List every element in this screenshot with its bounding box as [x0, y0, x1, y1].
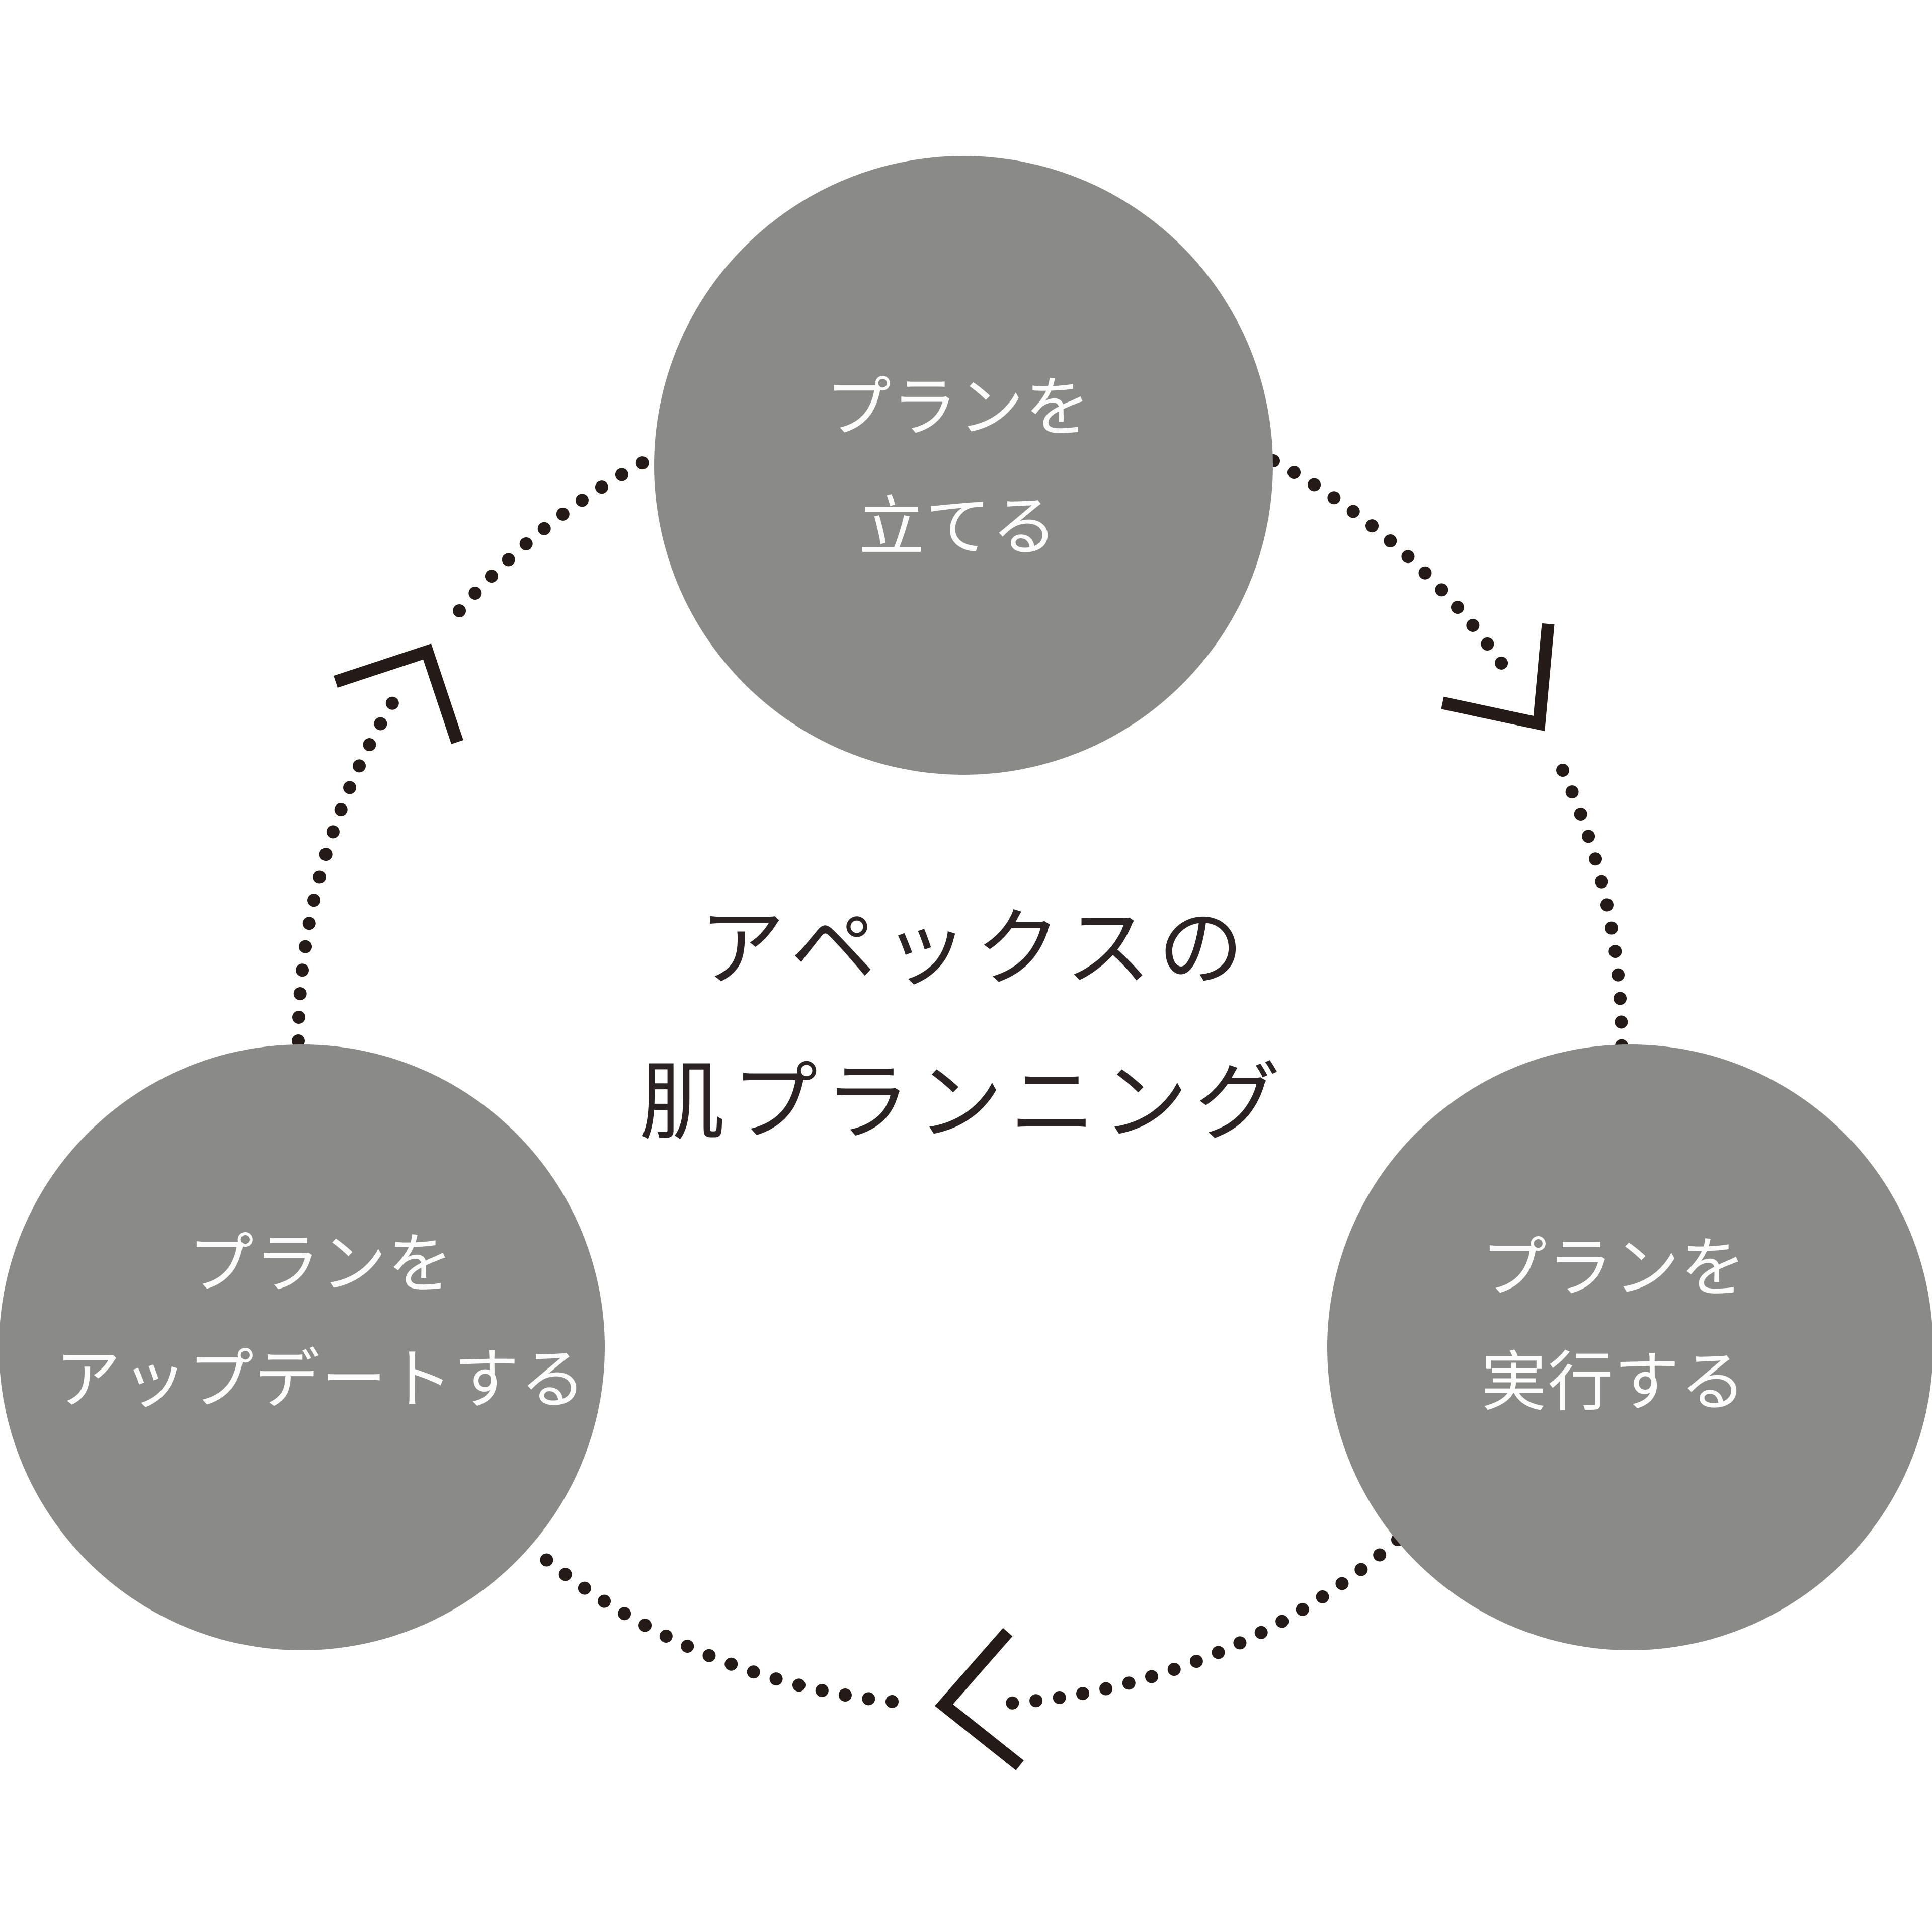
dotted-arc-left-to-top-a [292, 688, 404, 1048]
diagram-title-line2: 肌プランニング [639, 1055, 1287, 1151]
node-right-label-line1: プランを [1481, 1231, 1747, 1305]
node-right-label-line2: 実行する [1481, 1345, 1747, 1419]
node-top-circle [654, 156, 1273, 775]
diagram-title-line1: アペックスの [699, 901, 1251, 997]
arrowhead-top-to-right-icon [1441, 623, 1555, 732]
node-left-label-line2: アップデートする [55, 1343, 587, 1416]
arrowhead-right-to-left-icon [934, 1628, 1024, 1770]
node-left-label-line1: プランを [188, 1227, 454, 1301]
dotted-arc-top-to-right-a [1267, 454, 1519, 686]
cycle-node-top: プランを 立てる [654, 156, 1273, 775]
diagram-title: アペックスの 肌プランニング [639, 901, 1287, 1151]
node-top-label-line2: 立てる [859, 490, 1058, 564]
node-right-circle [1327, 1044, 1932, 1650]
node-top-label-line1: プランを [826, 371, 1091, 444]
arrowhead-left-to-top-icon [334, 643, 463, 744]
cycle-node-left: プランを アップデートする [0, 1044, 605, 1650]
dotted-ring-arcs [292, 447, 1629, 1711]
cycle-node-right: プランを 実行する [1327, 1044, 1932, 1650]
arrowheads [334, 623, 1555, 1770]
dotted-arc-top-to-right-b [1556, 764, 1629, 1053]
dotted-arc-right-to-left-a [989, 1533, 1404, 1711]
node-left-circle [0, 1044, 605, 1650]
